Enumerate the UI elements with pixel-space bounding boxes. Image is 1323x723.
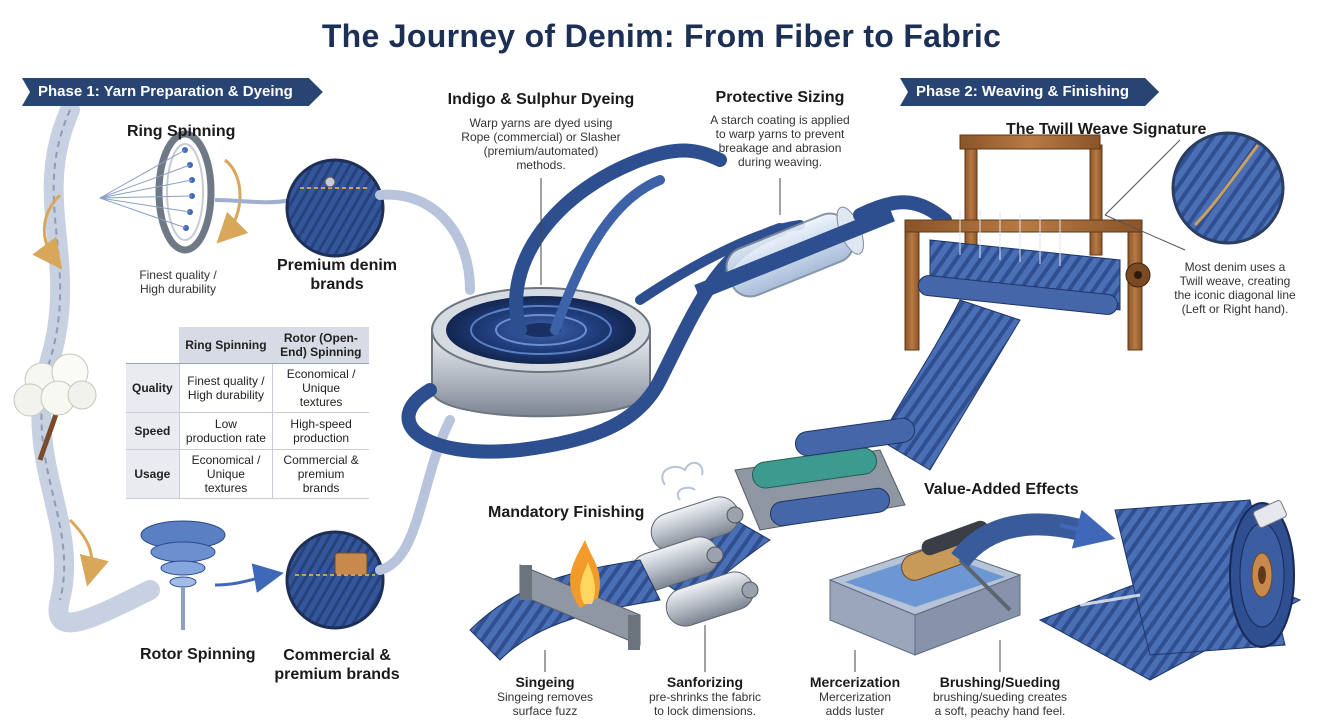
phase-2-banner: Phase 2: Weaving & Finishing xyxy=(900,78,1159,106)
ring-spinning-title: Ring Spinning xyxy=(127,123,236,140)
value-added-title: Value-Added Effects xyxy=(924,481,1079,498)
twill-description: Most denim uses a Twill weave, creating … xyxy=(1174,260,1296,316)
table-header-blank xyxy=(126,327,180,364)
table-cell: Economical / Unique textures xyxy=(272,363,369,413)
table-row-label: Speed xyxy=(126,412,180,450)
table-row: Usage Economical / Unique textures Comme… xyxy=(126,449,369,499)
table-cell: Economical / Unique textures xyxy=(178,449,273,499)
page-title: The Journey of Denim: From Fiber to Fabr… xyxy=(321,18,1002,54)
table-cell: Finest quality / High durability xyxy=(178,363,273,413)
table-header-rotor: Rotor (Open-End) Spinning xyxy=(272,327,369,364)
step-sanforizing: Sanforizing pre-shrinks the fabric to lo… xyxy=(648,674,762,718)
step-brushing: Brushing/Sueding brushing/sueding create… xyxy=(932,674,1068,718)
phase-1-banner: Phase 1: Yarn Preparation & Dyeing xyxy=(22,78,323,106)
table-header-ring: Ring Spinning xyxy=(179,327,273,364)
table-row: Speed Low production rate High-speed pro… xyxy=(126,412,369,450)
table-row-label: Quality xyxy=(126,363,180,413)
step-singeing: Singeing Singeing removes surface fuzz xyxy=(496,674,594,718)
table-cell: High-speed production xyxy=(272,412,369,450)
dyeing-description: Warp yarns are dyed using Rope (commerci… xyxy=(461,116,621,172)
mandatory-finishing-title: Mandatory Finishing xyxy=(488,504,645,521)
ring-spinning-note: Finest quality / High durability xyxy=(139,268,217,296)
table-cell: Commercial & premium brands xyxy=(272,449,369,499)
sizing-title: Protective Sizing xyxy=(715,89,845,106)
table-row: Quality Finest quality / High durability… xyxy=(126,363,369,413)
dyeing-title: Indigo & Sulphur Dyeing xyxy=(447,91,635,108)
rotor-spinning-title: Rotor Spinning xyxy=(140,646,256,663)
sizing-description: A starch coating is applied to warp yarn… xyxy=(710,113,850,169)
premium-denim-label: Premium denim brands xyxy=(276,257,398,293)
table-cell: Low production rate xyxy=(178,412,273,450)
table-row-label: Usage xyxy=(126,449,180,499)
twill-title: The Twill Weave Signature xyxy=(1006,121,1207,138)
spinning-comparison-table: Ring Spinning Rotor (Open-End) Spinning … xyxy=(126,327,369,499)
commercial-denim-label: Commercial & premium brands xyxy=(274,647,400,683)
step-mercerization: Mercerization Mercerization adds luster xyxy=(809,674,901,718)
